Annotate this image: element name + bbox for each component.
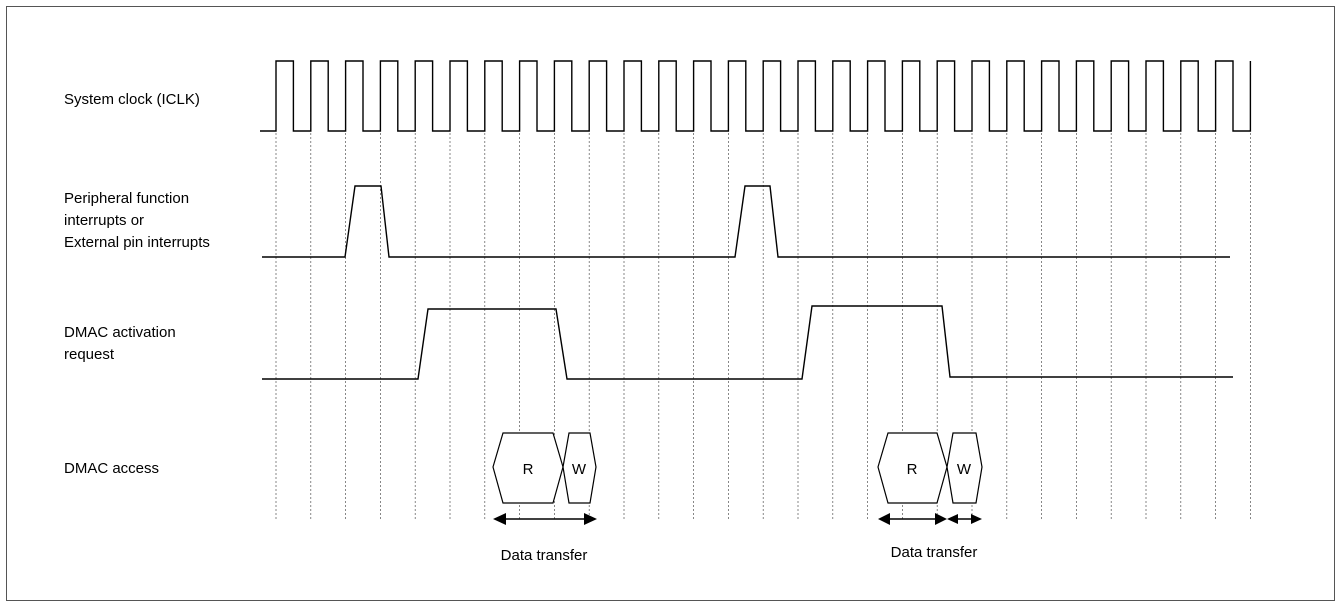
diagram-border: [6, 6, 1335, 601]
interrupt-label-line-3: External pin interrupts: [64, 234, 210, 251]
write-cycle-shape: [562, 432, 597, 504]
write-cycle-shape: [946, 432, 983, 504]
activation-label-line-1: DMAC activation: [64, 324, 176, 341]
system-clock-label-line: System clock (ICLK): [64, 91, 200, 108]
read-cycle-label: R: [907, 461, 918, 478]
dmac-activation-request-label: DMAC activation request: [64, 324, 180, 363]
write-cycle-label: W: [572, 461, 587, 478]
interrupt-signal-label: Peripheral function interrupts or Extern…: [64, 190, 210, 251]
arrowhead-right: [935, 513, 947, 525]
dmac-access-transfer-2: R W Data transfer: [877, 432, 983, 561]
clock-cycle-gridlines: [275, 133, 1251, 520]
interrupt-waveform: [262, 185, 1230, 258]
system-clock-label: System clock (ICLK): [64, 91, 200, 108]
dmac-access-label-line: DMAC access: [64, 460, 159, 477]
interrupt-label-line-2: interrupts or: [64, 212, 144, 229]
arrowhead-left: [493, 513, 506, 525]
data-transfer-caption: Data transfer: [501, 547, 588, 564]
dmac-access-transfer-1: R W Data transfer: [492, 432, 597, 564]
arrowhead-right: [584, 513, 597, 525]
read-cycle-label: R: [523, 461, 534, 478]
arrowhead-right: [971, 514, 982, 524]
system-clock-waveform: [260, 60, 1252, 132]
arrowhead-left: [878, 513, 890, 525]
arrowhead-left: [947, 514, 958, 524]
write-cycle-label: W: [957, 461, 972, 478]
dmac-access-label: DMAC access: [64, 460, 159, 477]
activation-label-line-2: request: [64, 346, 115, 363]
data-transfer-caption: Data transfer: [891, 544, 978, 561]
interrupt-label-line-1: Peripheral function: [64, 190, 189, 207]
dmac-activation-request-waveform: [262, 305, 1233, 380]
